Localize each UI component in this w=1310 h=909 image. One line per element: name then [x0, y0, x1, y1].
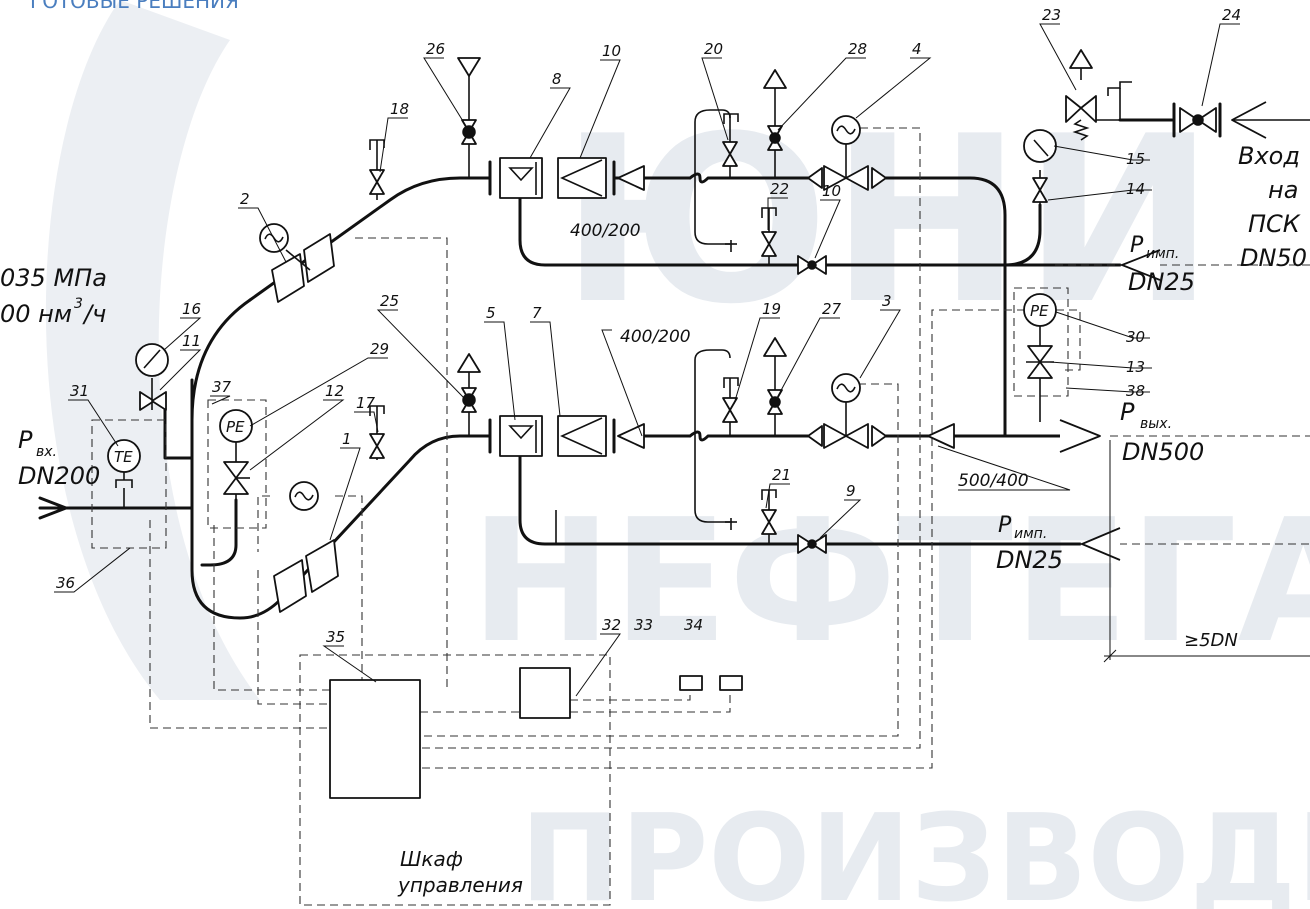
- entry-2: на: [1268, 176, 1298, 204]
- callout-30: 30: [1126, 328, 1145, 346]
- callout-23: 23: [1042, 6, 1061, 24]
- callout-21: 21: [772, 466, 791, 484]
- callout-33: 33: [634, 616, 653, 634]
- callout-7: 7: [532, 304, 542, 322]
- pressure-label: 035 МПа: [0, 264, 107, 292]
- p-out: P: [1120, 398, 1135, 426]
- filter-7: [557, 415, 616, 457]
- callout-13: 13: [1126, 358, 1145, 376]
- p-imp-top: P: [1130, 233, 1144, 258]
- regulator-1: [273, 539, 339, 613]
- callout-36: 36: [56, 574, 75, 592]
- cabinet: [329, 667, 743, 799]
- entry-4: DN50: [1240, 244, 1307, 272]
- dn-out: DN500: [1122, 438, 1204, 466]
- callout-10b: 10: [822, 182, 841, 200]
- callout-11: 11: [182, 332, 201, 350]
- entry-1: Вход: [1238, 142, 1300, 170]
- p-imp-top-sub: имп.: [1146, 246, 1179, 262]
- callout-29: 29: [370, 340, 389, 358]
- callout-16: 16: [182, 300, 201, 318]
- p-out-sub: вых.: [1140, 416, 1172, 432]
- callout-22: 22: [770, 180, 789, 198]
- p-in-sub: вх.: [36, 444, 57, 460]
- callout-5: 5: [486, 304, 496, 322]
- p-in-label: P: [18, 426, 33, 454]
- callout-32: 32: [602, 616, 621, 634]
- psk-group: [1065, 49, 1310, 141]
- callout-34: 34: [684, 616, 703, 634]
- callout-25: 25: [380, 292, 399, 310]
- callout-15: 15: [1126, 150, 1145, 168]
- p-imp-bot: P: [998, 513, 1012, 538]
- red-out: 500/400: [958, 471, 1029, 491]
- diagram-labels: P вх. DN200 035 МПа 00 нм 3 /ч P имп. DN…: [0, 142, 1307, 897]
- p-imp-bot-sub: имп.: [1014, 526, 1047, 542]
- flow-label: 00 нм: [0, 300, 72, 328]
- callout-17: 17: [356, 394, 376, 412]
- dimension: [1103, 440, 1310, 663]
- callout-26: 26: [426, 40, 445, 58]
- callout-1: 1: [342, 430, 352, 448]
- callout-leaders: [54, 23, 1240, 697]
- callout-31: 31: [70, 382, 89, 400]
- callout-3: 3: [882, 292, 892, 310]
- entry-3: ПСК: [1248, 210, 1301, 238]
- dn-imp-bot: DN25: [996, 546, 1063, 574]
- callout-12: 12: [325, 382, 344, 400]
- dn-in-label: DN200: [18, 462, 100, 490]
- callout-9: 9: [846, 482, 856, 500]
- callout-20: 20: [704, 40, 723, 58]
- dist-label: ≥5DN: [1184, 630, 1238, 651]
- callout-24: 24: [1222, 6, 1241, 24]
- pe-top: PE: [1030, 302, 1049, 320]
- callout-10a: 10: [602, 42, 621, 60]
- callout-4: 4: [912, 40, 922, 58]
- watermark-line2: НЕФТЕГАЗ: [470, 483, 1310, 681]
- callout-37: 37: [212, 378, 232, 396]
- impulse-valves: [797, 255, 827, 554]
- regulator-2: [271, 233, 335, 303]
- flow-tail: /ч: [82, 300, 106, 328]
- callout-28: 28: [848, 40, 867, 58]
- cabinet-1: Шкаф: [400, 847, 463, 871]
- valve-3: [823, 373, 869, 449]
- red-bot: 400/200: [620, 327, 691, 347]
- callout-8: 8: [552, 70, 562, 88]
- reducers: [617, 165, 955, 449]
- flow-sup: 3: [74, 296, 83, 312]
- watermark: ЮНИ НЕФТЕГАЗ ПРОИЗВОДИТЕЛЬ: [45, 0, 1310, 909]
- filter-5: [488, 415, 543, 457]
- valve-4: [823, 115, 869, 191]
- cabinet-2: управления: [397, 873, 523, 897]
- callout-27: 27: [822, 300, 842, 318]
- callout-2: 2: [240, 190, 250, 208]
- header-text: ГОТОВЫЕ РЕШЕНИЯ: [30, 0, 239, 13]
- callout-18: 18: [390, 100, 409, 118]
- sensors: [107, 293, 1057, 500]
- pe-left: PE: [226, 418, 245, 436]
- dn-imp-top: DN25: [1128, 268, 1195, 296]
- callout-19: 19: [762, 300, 781, 318]
- callout-35: 35: [326, 628, 345, 646]
- red-top: 400/200: [570, 221, 641, 241]
- filter-10: [557, 157, 616, 199]
- watermark-line3: ПРОИЗВОДИТЕЛЬ: [520, 790, 1310, 909]
- filter-8: [488, 157, 543, 199]
- callout-numbers: 2 1 3 4 5 7 8 10 10 9 11 12 13 14 15 16 …: [56, 6, 1241, 646]
- callout-14: 14: [1126, 180, 1145, 198]
- te-label: TE: [114, 448, 133, 466]
- callout-38: 38: [1126, 382, 1145, 400]
